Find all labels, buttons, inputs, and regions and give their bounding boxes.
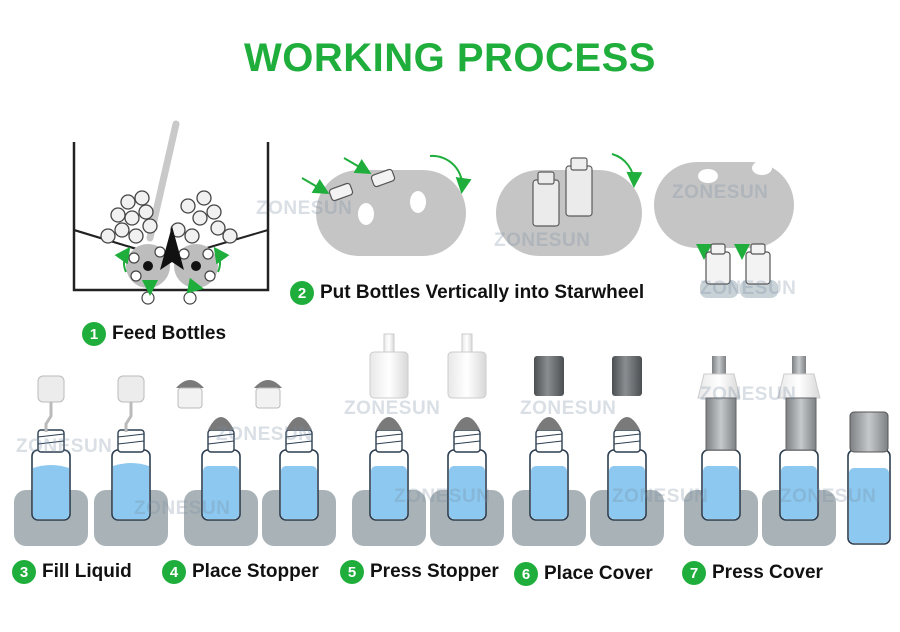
step-7-badge: 7 bbox=[682, 561, 706, 585]
step-7-label: 7 Press Cover bbox=[682, 561, 823, 585]
step-3-label: 3 Fill Liquid bbox=[12, 560, 132, 584]
step-6-badge: 6 bbox=[514, 562, 538, 586]
watermark: ZONESUN bbox=[780, 486, 877, 507]
step-1-badge: 1 bbox=[82, 322, 106, 346]
watermark: ZONESUN bbox=[700, 278, 797, 299]
watermark: ZONESUN bbox=[520, 398, 617, 419]
covers bbox=[534, 356, 642, 396]
page-title: WORKING PROCESS bbox=[244, 36, 656, 80]
watermark: ZONESUN bbox=[134, 498, 231, 519]
step-6-text: Place Cover bbox=[544, 563, 653, 584]
step-2-label: 2 Put Bottles Vertically into Starwheel bbox=[290, 281, 644, 305]
watermark: ZONESUN bbox=[672, 182, 769, 203]
step-6-label: 6 Place Cover bbox=[514, 562, 653, 586]
watermark: ZONESUN bbox=[216, 424, 313, 445]
filling-nozzles bbox=[37, 375, 145, 432]
step-4-label: 4 Place Stopper bbox=[162, 560, 319, 584]
step-5-badge: 5 bbox=[340, 560, 364, 584]
watermark: ZONESUN bbox=[494, 230, 591, 251]
watermark: ZONESUN bbox=[256, 198, 353, 219]
watermark: ZONESUN bbox=[344, 398, 441, 419]
press-heads bbox=[369, 333, 487, 399]
watermark: ZONESUN bbox=[700, 384, 797, 405]
step-3-text: Fill Liquid bbox=[42, 561, 132, 582]
step-2-badge: 2 bbox=[290, 281, 314, 305]
step-4-badge: 4 bbox=[162, 560, 186, 584]
watermark: ZONESUN bbox=[612, 486, 709, 507]
step-5-text: Press Stopper bbox=[370, 561, 499, 582]
step-4-text: Place Stopper bbox=[192, 561, 319, 582]
bottles bbox=[31, 411, 891, 545]
step-2-text: Put Bottles Vertically into Starwheel bbox=[320, 282, 645, 303]
watermark: ZONESUN bbox=[16, 436, 113, 457]
starwheel-diagram bbox=[301, 153, 794, 298]
hopper-diagram bbox=[72, 120, 270, 305]
step-5-label: 5 Press Stopper bbox=[340, 560, 499, 584]
step-1-label: 1 Feed Bottles bbox=[82, 322, 226, 346]
stoppers bbox=[176, 380, 640, 430]
step-1-text: Feed Bottles bbox=[112, 323, 227, 344]
watermark: ZONESUN bbox=[394, 486, 491, 507]
step-7-text: Press Cover bbox=[712, 562, 823, 583]
capping-heads bbox=[697, 356, 821, 451]
step-3-badge: 3 bbox=[12, 560, 36, 584]
